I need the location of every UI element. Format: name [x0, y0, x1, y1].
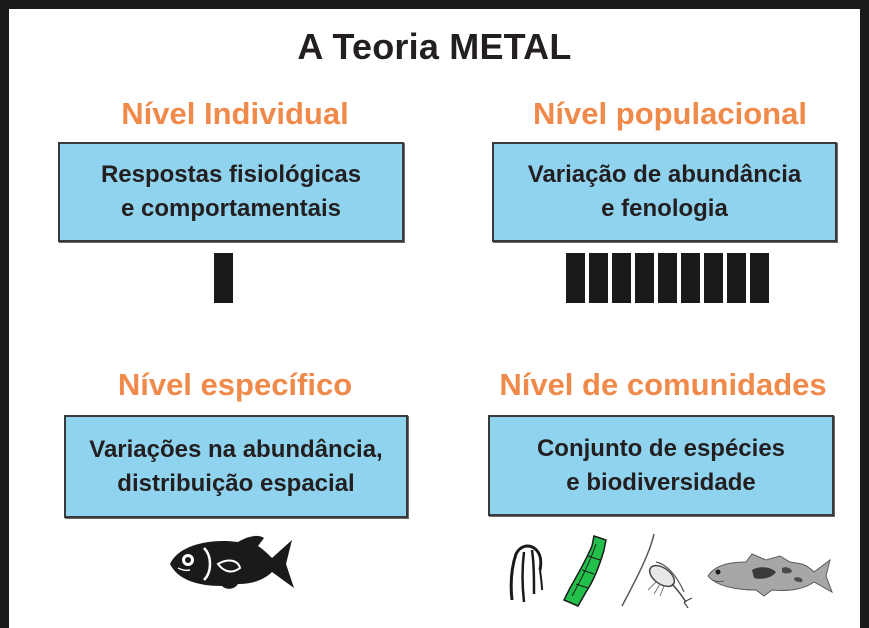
heading-species: Nível específico — [117, 367, 353, 402]
box-population: Variação de abundância e fenologia — [492, 142, 837, 242]
box-species-line-2: distribuição espacial — [117, 469, 355, 497]
diagram-title: A Teoria METAL — [297, 26, 572, 67]
box-community-line-1: Conjunto de espécies — [536, 434, 786, 462]
bar-glyph — [566, 253, 585, 303]
box-population-line-2: e fenologia — [601, 195, 728, 222]
bar-glyph — [727, 253, 746, 303]
box-population-line-1: Variação de abundância — [527, 161, 802, 188]
bar-glyph — [612, 253, 631, 303]
cod-fish-icon — [707, 553, 833, 597]
bar-glyph — [750, 253, 769, 303]
bar-glyph — [214, 253, 233, 303]
box-individual-line-1: Respostas fisiológicas — [100, 161, 362, 188]
heading-population: Nível populacional — [533, 96, 807, 131]
box-community: Conjunto de espécies e biodiversidade — [488, 415, 834, 516]
single-bar-icon — [214, 253, 237, 303]
bar-glyph — [681, 253, 700, 303]
salp-icon — [562, 535, 607, 607]
bar-glyph — [658, 253, 677, 303]
bar-glyph — [635, 253, 654, 303]
fish-icon — [170, 535, 294, 589]
box-species: Variações na abundância, distribuição es… — [64, 415, 408, 518]
siphonophore-icon — [509, 544, 543, 603]
box-species-line-1: Variações na abundância, — [89, 435, 383, 463]
heading-community: Nível de comunidades — [499, 367, 827, 402]
box-individual-line-2: e comportamentais — [120, 195, 342, 222]
copepod-icon — [621, 533, 693, 609]
heading-individual: Nível Individual — [121, 96, 349, 131]
bar-glyph — [589, 253, 608, 303]
bar-glyph — [704, 253, 723, 303]
box-community-line-2: e biodiversidade — [566, 468, 756, 496]
box-individual: Respostas fisiológicas e comportamentais — [58, 142, 404, 242]
bar-series-icon — [566, 253, 773, 303]
